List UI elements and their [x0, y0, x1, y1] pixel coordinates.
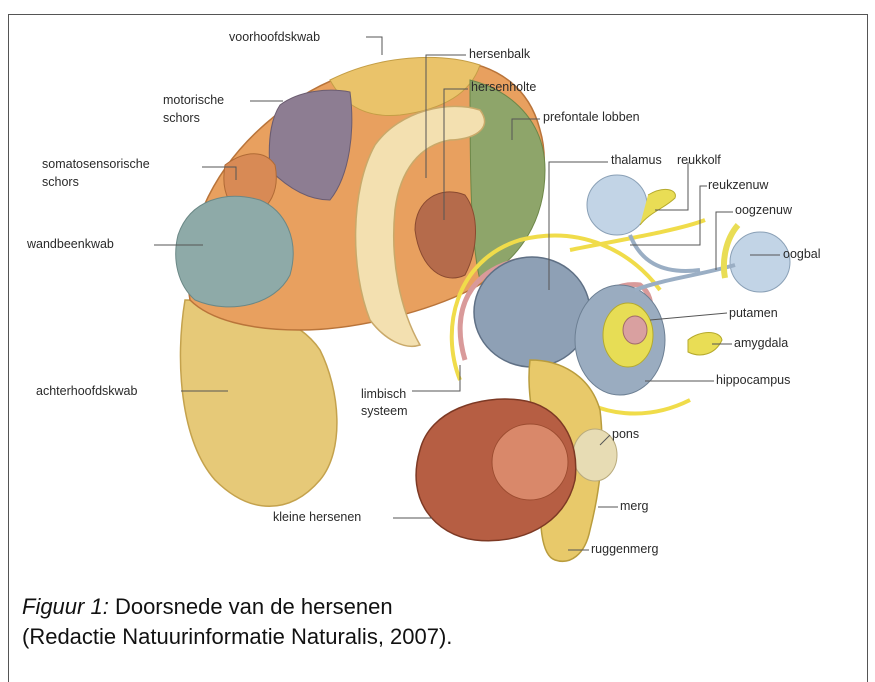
label-motorische-2: schors [163, 111, 200, 125]
label-hippocampus: hippocampus [716, 373, 790, 387]
cerebellum-arbor [492, 424, 568, 500]
parietal-lobe [176, 196, 293, 307]
brain-illustration: voorhoofdskwab motorische schors somatos… [0, 0, 875, 600]
putamen-core [623, 316, 647, 344]
label-hersenbalk: hersenbalk [469, 47, 531, 61]
label-amygdala: amygdala [734, 336, 788, 350]
caption-title: Doorsnede van de hersenen [109, 594, 393, 619]
label-thalamus: thalamus [611, 153, 662, 167]
thalamus [474, 257, 590, 367]
label-hersenholte: hersenholte [471, 80, 536, 94]
pons [573, 429, 617, 481]
label-putamen: putamen [729, 306, 778, 320]
label-reukzenuw: reukzenuw [708, 178, 769, 192]
caption-line-2: (Redactie Natuurinformatie Naturalis, 20… [22, 622, 862, 652]
label-wandbeenkwab: wandbeenkwab [26, 237, 114, 251]
label-voorhoofdskwab: voorhoofdskwab [229, 30, 320, 44]
caption-line-1: Figuur 1: Doorsnede van de hersenen [22, 592, 862, 622]
label-reukkolf: reukkolf [677, 153, 721, 167]
label-oogbal: oogbal [783, 247, 821, 261]
occipital-lobe [180, 300, 336, 506]
label-oogzenuw: oogzenuw [735, 203, 793, 217]
label-ruggenmerg: ruggenmerg [591, 542, 658, 556]
eyeball [730, 232, 790, 292]
olfactory-bulb-sphere [587, 175, 647, 235]
olfactory-nerve [630, 235, 700, 271]
prefrontal-lobes [470, 80, 545, 280]
label-somato-2: schors [42, 175, 79, 189]
label-prefontale: prefontale lobben [543, 110, 640, 124]
label-merg: merg [620, 499, 649, 513]
label-motorische-1: motorische [163, 93, 224, 107]
label-kleine-hersenen: kleine hersenen [273, 510, 361, 524]
label-pons: pons [612, 427, 639, 441]
label-achterhoofdskwab: achterhoofdskwab [36, 384, 138, 398]
figure-caption: Figuur 1: Doorsnede van de hersenen (Red… [22, 592, 862, 652]
label-somato-1: somatosensorische [42, 157, 150, 171]
label-limbisch-1: limbisch [361, 387, 406, 401]
caption-prefix: Figuur 1: [22, 594, 109, 619]
label-limbisch-2: systeem [361, 404, 408, 418]
